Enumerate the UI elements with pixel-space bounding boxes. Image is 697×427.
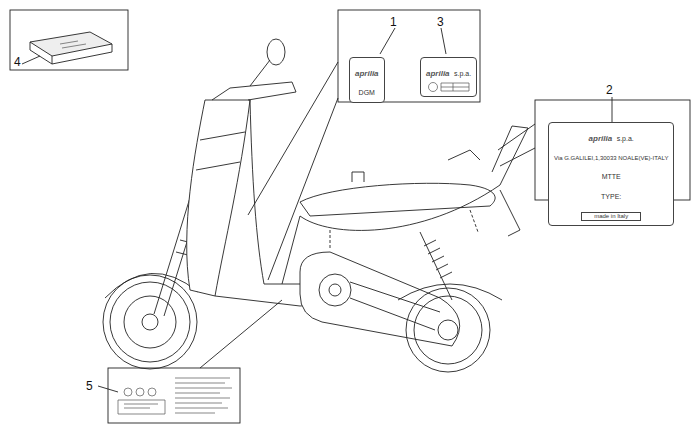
decal-text: made in Italy bbox=[581, 212, 641, 221]
decal-text: TYPE: bbox=[601, 193, 621, 200]
decal-graphic bbox=[427, 81, 471, 93]
decal-row: DGM bbox=[355, 80, 379, 99]
decal-label: aprilia s.p.a. Via G.GALILEI,1,30033 NOAL… bbox=[548, 122, 674, 226]
callout-number: 4 bbox=[14, 56, 21, 68]
decal-label: aprilia s.p.a. bbox=[420, 57, 477, 97]
callout-number: 3 bbox=[437, 16, 444, 28]
decal-row: TYPE: bbox=[554, 184, 668, 203]
decal-text: s.p.a. bbox=[454, 70, 471, 77]
decal-row: aprilia s.p.a. bbox=[554, 126, 668, 145]
decal-text: MTTE bbox=[602, 173, 621, 180]
decal-text: aprilia bbox=[355, 69, 379, 78]
decal-text: DGM bbox=[359, 89, 375, 96]
decal-row: aprilia bbox=[355, 61, 379, 80]
decal-label: apriliaDGM bbox=[349, 57, 385, 103]
frame bbox=[10, 10, 128, 70]
decal-row: MTTE bbox=[554, 164, 668, 183]
decal-row: aprilia s.p.a. bbox=[426, 61, 471, 80]
callout-number: 5 bbox=[86, 380, 93, 392]
decal-text: aprilia bbox=[589, 134, 613, 143]
decal-row: Via G.GALILEI,1,30033 NOALE(VE)-ITALY bbox=[554, 145, 668, 164]
frame bbox=[108, 368, 240, 423]
decal-text: s.p.a. bbox=[617, 135, 634, 142]
decal-text: aprilia bbox=[426, 69, 450, 78]
decal-row: made in Italy bbox=[554, 203, 668, 222]
callout-number: 2 bbox=[606, 84, 613, 96]
decal-text: Via G.GALILEI,1,30033 NOALE(VE)-ITALY bbox=[554, 155, 668, 161]
callout-number: 1 bbox=[390, 16, 397, 28]
